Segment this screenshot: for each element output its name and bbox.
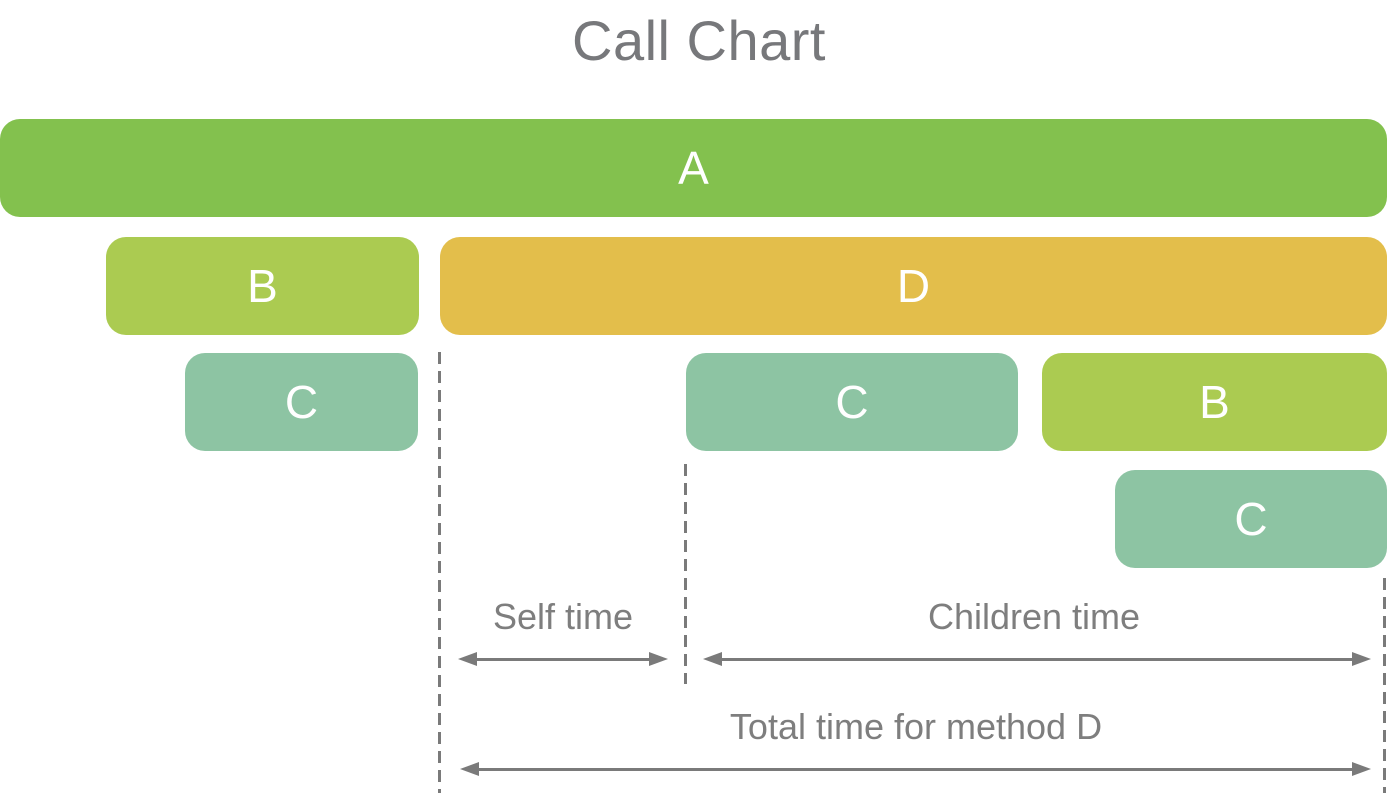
page-title: Call Chart [572, 9, 826, 72]
children-time-arrow-left-head-icon [703, 652, 722, 666]
call-bar-c-6: C [1115, 470, 1387, 568]
call-bar-c-3: C [185, 353, 418, 451]
self-time-arrow [458, 651, 668, 667]
total-time-arrow-right-head-icon [1352, 762, 1371, 776]
total-time-arrow [460, 761, 1371, 777]
call-bar-b-5: B [1042, 353, 1387, 451]
children-time-arrow-shaft [721, 657, 1353, 661]
call-bar-c-4: C [686, 353, 1018, 451]
total-time-arrow-left-head-icon [460, 762, 479, 776]
children-time-arrow [703, 651, 1371, 667]
total-time-arrow-shaft [478, 767, 1353, 771]
self-time-label: Self time [492, 596, 634, 637]
self-time-arrow-right-head-icon [649, 652, 668, 666]
children-time-arrow-right-head-icon [1352, 652, 1371, 666]
self-time-arrow-left-head-icon [458, 652, 477, 666]
call-bar-b-1: B [106, 237, 419, 335]
self-time-arrow-shaft [476, 657, 650, 661]
guide-self-end [684, 464, 687, 684]
guide-d-end [1383, 578, 1386, 793]
total-time-label: Total time for method D [729, 706, 1103, 747]
call-bar-d-2: D [440, 237, 1387, 335]
children-time-label: Children time [927, 596, 1141, 637]
call-bar-a-0: A [0, 119, 1387, 217]
guide-d-start [438, 352, 441, 793]
